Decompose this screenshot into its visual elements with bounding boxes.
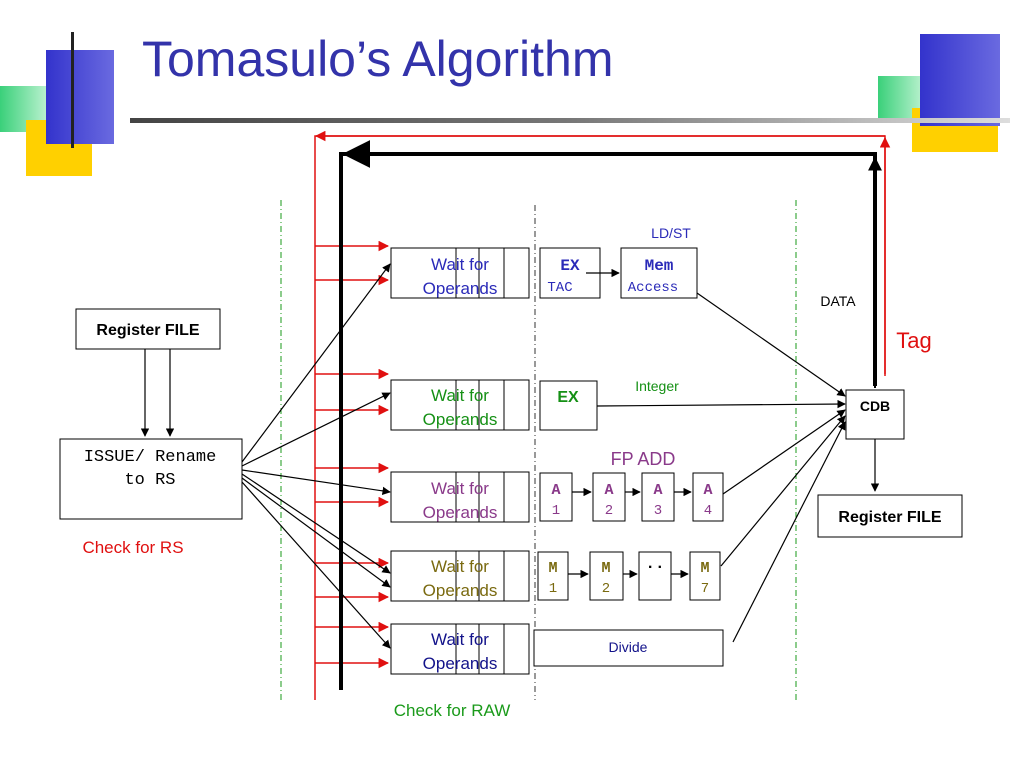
rs-fp-add-line1: Wait for xyxy=(431,479,489,498)
unit-to-cdb-arrows xyxy=(596,292,846,643)
svg-text:7: 7 xyxy=(701,581,709,597)
check-rs-label: Check for RS xyxy=(82,538,183,557)
svg-text:1: 1 xyxy=(552,503,560,519)
rs-divide-line2: Operands xyxy=(423,654,498,673)
rs-fp-add-line2: Operands xyxy=(423,503,498,522)
tag-branches xyxy=(315,240,390,669)
data-label: DATA xyxy=(820,293,856,309)
rs-fp-mul-line2: Operands xyxy=(423,581,498,600)
cdb-box xyxy=(845,389,905,440)
deco-dark-vline-left xyxy=(71,32,74,148)
fp-add-stage-2: A 2 xyxy=(592,472,626,522)
rs-fp-add: Wait for Operands xyxy=(390,471,530,523)
rs-divide-line1: Wait for xyxy=(431,630,489,649)
issue-label-line2: to RS xyxy=(124,471,175,490)
integer-ex-stage: EX xyxy=(539,380,598,431)
rs-integer-line1: Wait for xyxy=(431,386,489,405)
rs-ldst-line2: Operands xyxy=(423,279,498,298)
svg-text:3: 3 xyxy=(654,503,662,519)
rs-fp-mul-line1: Wait for xyxy=(431,557,489,576)
register-file-left-box xyxy=(75,308,221,350)
rs-ldst: Wait for Operands xyxy=(390,247,530,299)
fp-add-stage-4: A 4 xyxy=(692,472,724,522)
rs-ldst-line1: Wait for xyxy=(431,255,489,274)
fp-mul-stage-7: M 7 xyxy=(689,551,721,601)
svg-text:A: A xyxy=(703,482,712,499)
rs-fp-mul: Wait for Operands xyxy=(390,550,530,602)
cdb-label: CDB xyxy=(860,398,890,414)
cdb-block: CDB xyxy=(845,389,905,440)
ldst-mem-label: Mem xyxy=(645,257,674,275)
issue-box xyxy=(59,438,243,520)
svg-text:2: 2 xyxy=(602,581,610,597)
deco-blue-block-right xyxy=(920,34,1000,126)
svg-text:M: M xyxy=(700,560,709,577)
register-file-left: Register FILE xyxy=(75,308,221,350)
ldst-ex-label: EX xyxy=(560,257,580,275)
ldst-mem-stage: Mem Access xyxy=(620,247,698,299)
svg-text:2: 2 xyxy=(605,503,613,519)
register-file-right-label: Register FILE xyxy=(838,509,941,526)
fp-mul-stage-ellipsis: ·· xyxy=(638,551,672,601)
deco-blue-block-left xyxy=(46,50,114,144)
rs-integer: Wait for Operands xyxy=(390,379,530,431)
svg-text:1: 1 xyxy=(549,581,557,597)
ldst-access-label: Access xyxy=(628,280,678,296)
fp-add-stage-1: A 1 xyxy=(539,472,573,522)
integer-ex-label: EX xyxy=(557,389,579,406)
divide-label: Divide xyxy=(609,639,648,655)
fp-add-stage-3: A 3 xyxy=(641,472,675,522)
ldst-tac-label: TAC xyxy=(547,280,572,296)
register-file-right: Register FILE xyxy=(817,494,963,538)
title-underline xyxy=(130,118,1010,123)
ldst-ex-stage: EX TAC xyxy=(539,247,601,299)
issue-label-line1: ISSUE/ Rename xyxy=(84,448,217,467)
svg-text:M: M xyxy=(548,560,557,577)
rs-divide: Wait for Operands xyxy=(390,623,530,675)
svg-text:··: ·· xyxy=(645,558,664,576)
tag-label: Tag xyxy=(896,328,931,353)
issue-fanout-arrows xyxy=(241,263,391,649)
divide-unit: Divide xyxy=(533,629,724,667)
fp-mul-stage-1: M 1 xyxy=(537,551,569,601)
svg-text:M: M xyxy=(601,560,610,577)
issue-rename-box: ISSUE/ Rename to RS xyxy=(59,438,243,520)
slide-title: Tomasulo’s Algorithm xyxy=(142,31,614,87)
ldst-label: LD/ST xyxy=(651,225,691,241)
check-raw-label: Check for RAW xyxy=(394,701,511,720)
svg-text:A: A xyxy=(653,482,662,499)
fp-add-label: FP ADD xyxy=(611,449,676,469)
svg-text:4: 4 xyxy=(704,503,712,519)
register-file-left-label: Register FILE xyxy=(96,322,199,339)
svg-text:A: A xyxy=(551,482,560,499)
rs-integer-line2: Operands xyxy=(423,410,498,429)
register-file-right-box xyxy=(817,494,963,538)
svg-text:A: A xyxy=(604,482,613,499)
integer-label: Integer xyxy=(635,378,679,394)
fp-mul-stage-2: M 2 xyxy=(589,551,624,601)
